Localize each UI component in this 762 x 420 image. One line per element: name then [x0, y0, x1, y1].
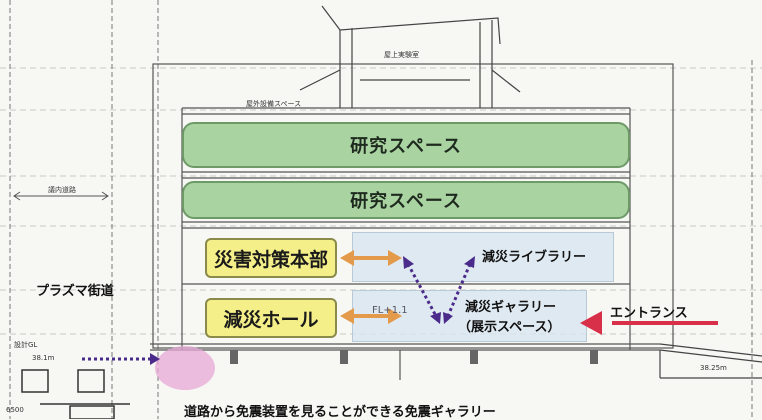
building-outline: [150, 63, 674, 380]
research-space-upper-label: 研究スペース: [350, 136, 462, 157]
hall-arrow-left-head: [340, 308, 354, 324]
vertical-link-arrows: [406, 263, 472, 317]
disaster-hq-room: 災害対策本部: [205, 238, 337, 278]
link-arrow-head-2: [430, 312, 441, 324]
disaster-gallery-label: 減災ギャラリー: [465, 300, 557, 315]
design-gl-label: 設計GL: [14, 341, 38, 349]
hq-arrow-right-head: [388, 250, 402, 266]
gallery-view-arrowhead: [150, 353, 160, 365]
caption: 道路から免震装置を見ることができる免震ギャラリー: [184, 405, 496, 420]
disaster-hq-label: 災害対策本部: [213, 248, 328, 271]
floor-level-marker: FL+1.1: [372, 305, 408, 316]
road-sketch: [21, 369, 130, 419]
left-grid-lines: [9, 0, 753, 419]
level-left-label: 38.1m: [32, 354, 55, 362]
outdoor-equipment-label: 屋外設備スペース: [246, 100, 302, 108]
entrance-label: エントランス: [610, 306, 688, 321]
rooftop-structure: [299, 5, 521, 108]
hall-arrow-right-head: [388, 308, 402, 324]
road-dimension: [13, 191, 109, 201]
entrance-arrow-head: [580, 311, 602, 335]
exhibition-space-label: （展示スペース）: [458, 320, 561, 335]
level-right-label: 38.25m: [700, 364, 727, 372]
research-space-lower-label: 研究スペース: [350, 191, 462, 212]
rooftop-lab-label: 屋上実験室: [384, 51, 419, 59]
disaster-hall-label: 減災ホール: [223, 308, 319, 331]
research-space-band-upper: 研究スペース: [182, 122, 630, 168]
link-arrow-head-4: [443, 312, 453, 324]
hq-arrow-left-head: [340, 250, 354, 266]
research-space-band-lower: 研究スペース: [182, 181, 630, 219]
disaster-library-label: 減災ライブラリー: [482, 250, 587, 265]
internal-road-label: 議内道路: [48, 186, 76, 194]
plasma-street-label: プラズマ街道: [36, 284, 114, 299]
link-arrow-head-3: [464, 256, 475, 268]
entrance-ramp: [659, 343, 762, 379]
disaster-hall-room: 減災ホール: [205, 298, 337, 338]
seismic-isolators: [230, 350, 598, 364]
isolation-gallery-highlight: [155, 346, 215, 390]
link-arrow-head-1: [403, 256, 414, 269]
bottom-dimension-label: 6500: [6, 406, 24, 414]
